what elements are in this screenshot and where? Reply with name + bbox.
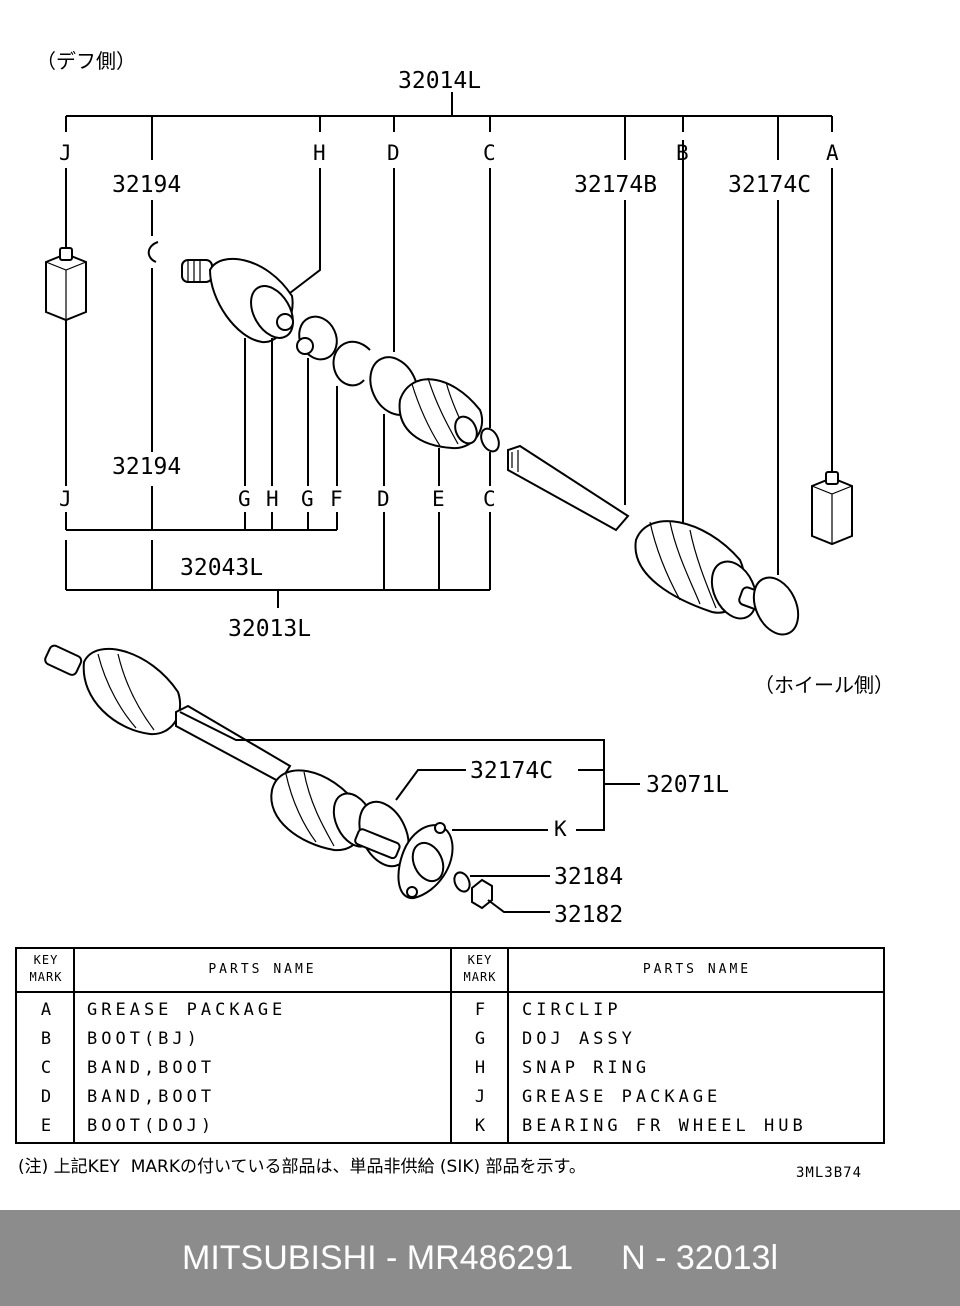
drawing-code: 3ML3B74	[796, 1165, 863, 1181]
letter-top-c: C	[483, 141, 496, 165]
exploded-parts-diagram: （デフ側） （ホイール側） 32014L 32194 32174B 32174C…	[36, 49, 894, 928]
grease-package-a	[811, 471, 853, 546]
letter-bottom-e: E	[432, 487, 445, 511]
row-name-k: BEARING FR WHEEL HUB	[522, 1116, 807, 1136]
row-key-h: H	[474, 1058, 486, 1078]
drive-shaft	[507, 444, 630, 532]
wheel-side-label: （ホイール側）	[754, 673, 894, 697]
row-key-a: A	[40, 1000, 52, 1020]
row-key-d: D	[40, 1087, 52, 1107]
row-name-a: GREASE PACKAGE	[87, 1000, 287, 1020]
letter-bottom-d: D	[377, 487, 390, 511]
header-parts-name-left: PARTS NAME	[208, 962, 317, 977]
band-32174c	[752, 576, 800, 636]
callout-32184: 32184	[554, 864, 623, 890]
wheel-hub-bearing	[397, 822, 454, 900]
callout-32174c: 32174C	[728, 172, 811, 198]
doj-inner-assy	[296, 315, 338, 361]
letter-bottom-f: F	[330, 487, 343, 511]
doj-outer-race	[181, 257, 294, 344]
row-name-f: CIRCLIP	[522, 1000, 622, 1020]
row-name-c: BAND,BOOT	[87, 1058, 216, 1078]
callout-32174b: 32174B	[574, 172, 657, 198]
part-banner: MITSUBISHI - MR486291 N - 32013l	[0, 1210, 960, 1306]
letter-bottom-j: J	[59, 487, 72, 511]
callout-32174c-lower: 32174C	[470, 758, 553, 784]
boot-doj	[398, 377, 483, 450]
letter-top-a: A	[826, 141, 839, 165]
row-key-k: K	[474, 1116, 486, 1136]
letter-bottom-g2: G	[301, 487, 314, 511]
washer-32184	[453, 871, 471, 893]
row-name-b: BOOT(BJ)	[87, 1029, 201, 1049]
row-key-e: E	[40, 1116, 52, 1136]
letter-bottom-h: H	[266, 487, 279, 511]
callout-32194-upper: 32194	[112, 172, 181, 198]
row-key-j: J	[474, 1087, 486, 1107]
reference-number: N - 32013l	[621, 1238, 778, 1277]
callout-32013l: 32013L	[228, 616, 311, 642]
callout-32194-lower: 32194	[112, 454, 181, 480]
callout-32043l: 32043L	[180, 555, 263, 581]
letter-bottom-g1: G	[238, 487, 251, 511]
band-c	[480, 427, 500, 453]
callout-32014l: 32014L	[398, 68, 481, 94]
header-parts-name-right: PARTS NAME	[642, 962, 752, 977]
row-key-f: F	[474, 1000, 486, 1020]
letter-top-d: D	[387, 141, 400, 165]
footnote: (注) 上記KEY MARKの付いている部品は、単品非供給 (SIK) 部品を示…	[18, 1157, 586, 1177]
complete-drive-shaft	[44, 644, 410, 868]
nut-32182	[471, 878, 493, 910]
header-key-mark-left: KEY MARK	[29, 953, 63, 984]
brand-part-number: MITSUBISHI - MR486291	[182, 1238, 574, 1277]
row-name-g: DOJ ASSY	[522, 1029, 636, 1049]
grease-package-j	[45, 247, 87, 322]
row-name-j: GREASE PACKAGE	[522, 1087, 722, 1107]
letter-bottom-c: C	[483, 487, 496, 511]
callout-32071l: 32071L	[646, 772, 729, 798]
letter-top-j: J	[59, 141, 72, 165]
row-key-c: C	[40, 1058, 52, 1078]
row-name-d: BAND,BOOT	[87, 1087, 216, 1107]
row-name-e: BOOT(DOJ)	[87, 1116, 216, 1136]
letter-top-h: H	[313, 141, 326, 165]
circlip-32194	[147, 241, 159, 263]
row-name-h: SNAP RING	[522, 1058, 651, 1078]
parts-key-table: KEY MARK PARTS NAME KEY MARK PARTS NAME …	[15, 947, 885, 1144]
header-key-mark-right: KEY MARK	[463, 953, 497, 984]
diff-side-label: （デフ側）	[36, 49, 136, 73]
row-key-b: B	[40, 1029, 52, 1049]
row-key-g: G	[474, 1029, 486, 1049]
callout-32182: 32182	[554, 902, 623, 928]
snap-ring-f	[332, 340, 371, 387]
letter-k: K	[554, 817, 567, 841]
